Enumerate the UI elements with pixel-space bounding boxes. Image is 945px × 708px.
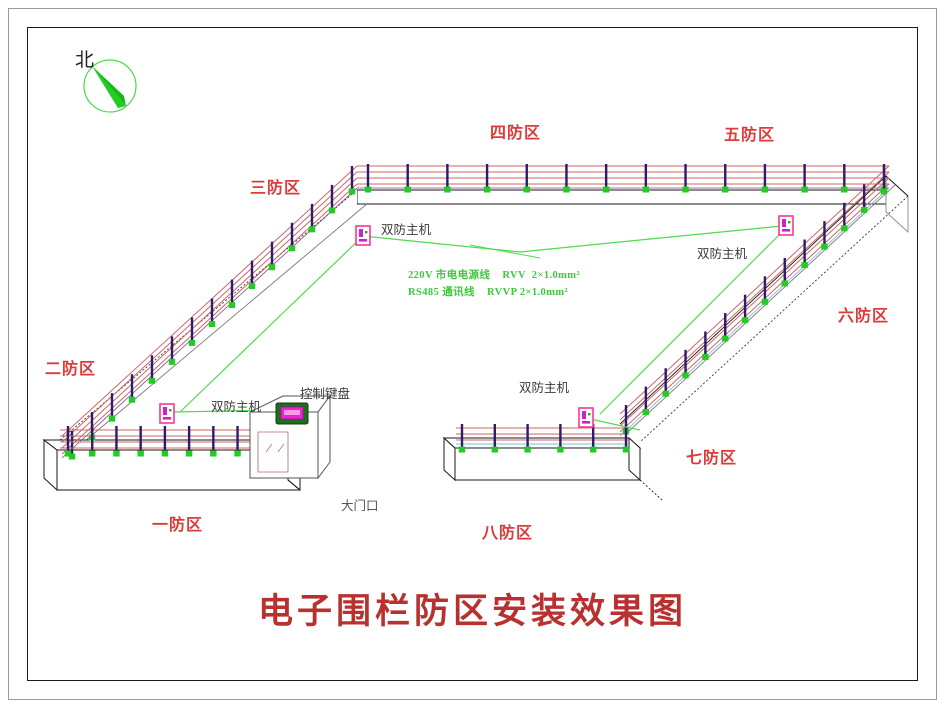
fence-northeast-post-base bbox=[662, 390, 669, 397]
host-southwest-label: 双防主机 bbox=[211, 400, 262, 414]
zone-label-5: 五防区 bbox=[724, 127, 776, 144]
fence-southeast-post-base bbox=[622, 446, 630, 453]
page-title: 电子围栏防区安装效果图 bbox=[257, 592, 687, 631]
host-northwest-label: 双防主机 bbox=[381, 223, 432, 237]
fence-northeast-post-base bbox=[781, 280, 788, 287]
zone-label-2: 二防区 bbox=[45, 361, 97, 378]
control-keypad-label: 控制键盘 bbox=[300, 387, 351, 401]
fence-north-post-base bbox=[722, 186, 729, 193]
fence-northwest bbox=[61, 165, 358, 460]
fence-southwest-post-base bbox=[185, 450, 193, 457]
fence-southeast-post-base bbox=[524, 446, 531, 453]
fence-north-post-base bbox=[642, 186, 650, 193]
fence-southwest-post-base bbox=[210, 450, 217, 457]
fence-northwest-post-base bbox=[328, 207, 336, 214]
zone-label-3: 三防区 bbox=[250, 180, 302, 197]
fence-northeast bbox=[619, 165, 890, 437]
fence-northeast-post-base bbox=[841, 225, 848, 232]
fence-northwest-post-base bbox=[68, 453, 76, 460]
fence-northeast-post-base bbox=[741, 317, 749, 324]
fence-northwest-post-base bbox=[308, 226, 316, 233]
fence-north-post-base bbox=[523, 186, 530, 193]
fence-southeast bbox=[456, 424, 630, 453]
fence-northwest-post-base bbox=[268, 264, 276, 271]
gate-label: 大门口 bbox=[341, 499, 379, 513]
compass-label: 北 bbox=[75, 50, 95, 71]
zone-label-6: 六防区 bbox=[838, 308, 890, 325]
fence-north-post-base bbox=[444, 186, 451, 193]
fence-northwest-post-base bbox=[168, 358, 176, 365]
fence-northeast-post-base bbox=[801, 262, 808, 269]
cable-runs bbox=[171, 225, 783, 431]
fence-north-post-base bbox=[483, 186, 491, 193]
fence-north-post-base bbox=[801, 186, 808, 193]
host-southeast-icon[interactable] bbox=[578, 407, 594, 428]
fence-northwest-post-base bbox=[128, 396, 136, 403]
fence-northwest-post-base bbox=[108, 415, 116, 422]
zone-label-7: 七防区 bbox=[686, 450, 738, 467]
host-southeast-label: 双防主机 bbox=[519, 381, 570, 395]
fence-southwest-post-base bbox=[89, 450, 96, 457]
fence-north-post-base bbox=[364, 186, 372, 193]
host-northeast-icon[interactable] bbox=[778, 215, 794, 236]
fence-southwest-post-base bbox=[137, 450, 144, 457]
fence-northeast-post-base bbox=[722, 335, 729, 342]
fence-northeast-post-base bbox=[880, 188, 888, 195]
guard-house bbox=[249, 394, 331, 480]
fence-north-post-base bbox=[563, 186, 570, 193]
zone-label-8: 八防区 bbox=[482, 525, 534, 542]
north-arrow-icon bbox=[83, 59, 137, 113]
zone-label-4: 四防区 bbox=[490, 125, 542, 142]
fence-northeast-post-base bbox=[860, 206, 868, 213]
cable-legend-line-2: RS485 通讯线 RVVP 2×1.0mm² bbox=[408, 287, 569, 298]
fence-southeast-post-base bbox=[590, 446, 597, 453]
fence-north-post-base bbox=[761, 186, 769, 193]
fence-north-post-base bbox=[602, 186, 610, 193]
control-keypad-icon[interactable] bbox=[275, 402, 309, 425]
fence-northwest-post-base bbox=[248, 283, 256, 290]
fence-southeast-post-base bbox=[557, 446, 564, 453]
fence-northwest-post-base bbox=[208, 321, 216, 327]
fence-northwest-post-base bbox=[348, 188, 356, 195]
cable-legend-line-1: 220V 市电电源线 RVV 2×1.0mm² bbox=[408, 270, 581, 281]
host-northeast-label: 双防主机 bbox=[697, 247, 748, 261]
fence-northwest-post-base bbox=[288, 245, 296, 252]
fence-north-post-base bbox=[404, 186, 411, 193]
fence-southwest-post-base bbox=[113, 450, 120, 457]
fence-northwest-post-base bbox=[148, 377, 156, 384]
host-northwest-icon[interactable] bbox=[355, 225, 371, 246]
fence-northwest-post-base bbox=[188, 339, 196, 346]
host-southwest-icon[interactable] bbox=[159, 403, 175, 424]
fence-southeast-post-base bbox=[458, 446, 466, 453]
fence-north-post-base bbox=[682, 186, 689, 193]
fence-northeast-post-base bbox=[682, 372, 689, 379]
inner-frame bbox=[27, 27, 918, 681]
fence-northeast-post-base bbox=[821, 243, 828, 250]
fence-southeast-post-base bbox=[491, 446, 498, 453]
fence-northeast-post-base bbox=[702, 353, 709, 360]
fence-northeast-post-base bbox=[642, 409, 650, 416]
zone-label-1: 一防区 bbox=[152, 517, 204, 534]
fence-southwest-post-base bbox=[64, 450, 72, 457]
fence-southwest-post-base bbox=[234, 450, 241, 457]
fence-southwest-post-base bbox=[161, 450, 169, 457]
fence-northwest-post-base bbox=[228, 302, 236, 309]
fence-north bbox=[357, 164, 889, 193]
fence-northeast-post-base bbox=[761, 298, 769, 305]
fence-north-post-base bbox=[841, 186, 848, 193]
